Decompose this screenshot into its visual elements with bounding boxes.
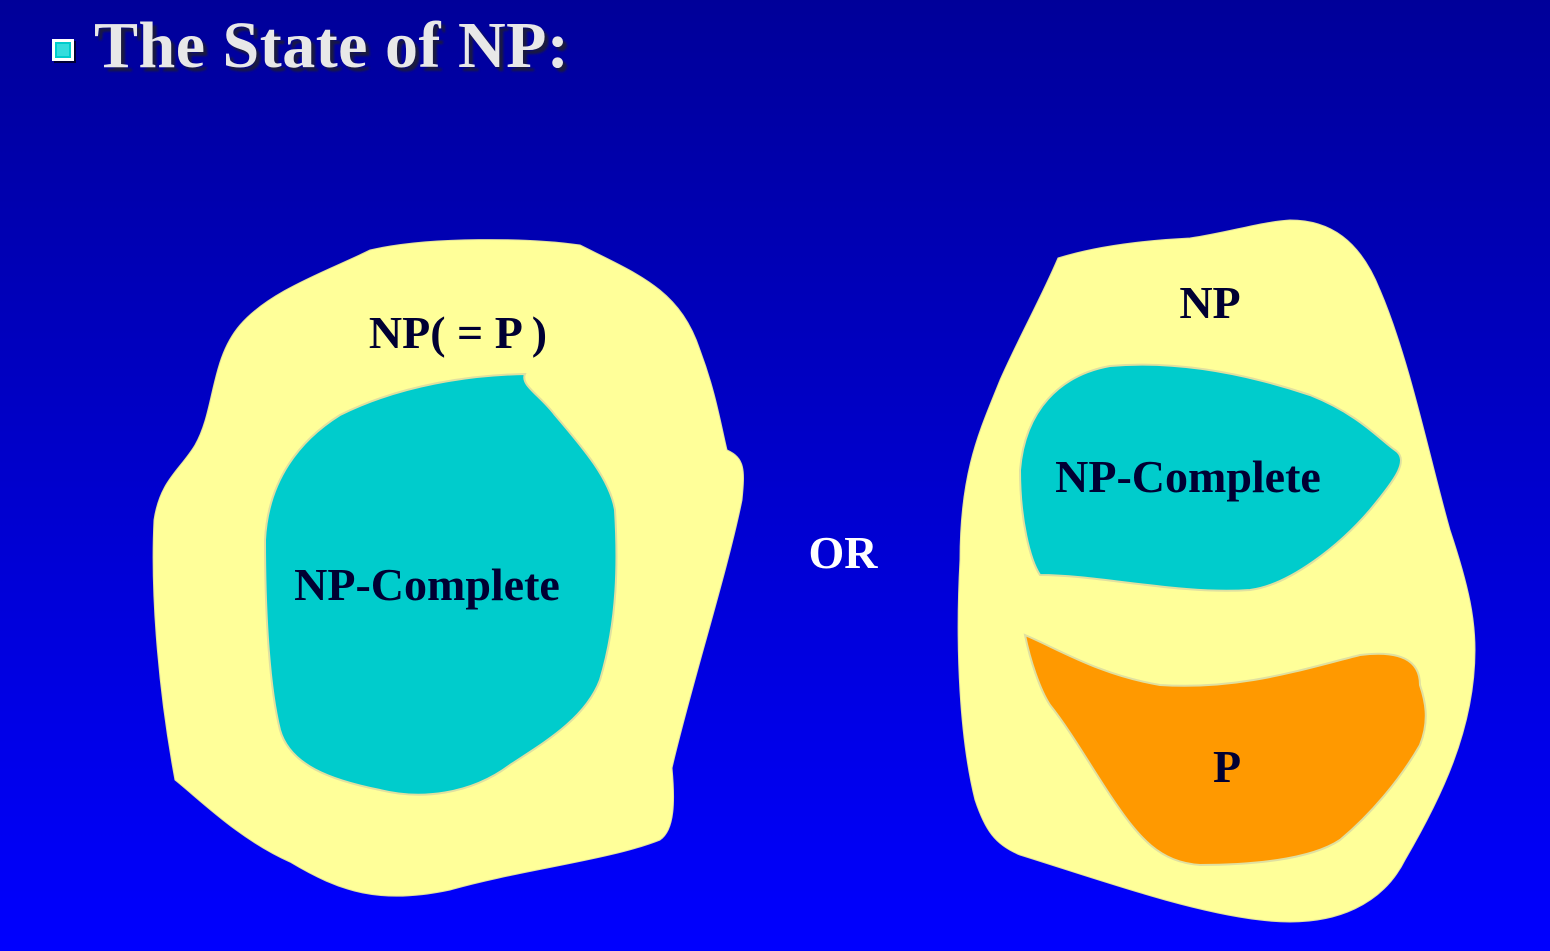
- left-np-complete-region: [263, 372, 618, 796]
- right-diagram: NP NP-Complete P: [957, 219, 1476, 923]
- left-diagram: NP( = P ) NP-Complete: [152, 239, 744, 897]
- square-bullet-icon: [52, 39, 74, 61]
- left-outer-label: NP( = P ): [369, 307, 547, 358]
- or-separator-label: OR: [809, 527, 879, 578]
- slide-title-row: The State of NP:: [52, 6, 569, 86]
- right-npc-label: NP-Complete: [1055, 451, 1321, 502]
- slide-title: The State of NP:: [94, 9, 570, 82]
- right-np-complete-region: [1018, 363, 1402, 592]
- p-region: [1023, 633, 1427, 867]
- p-label: P: [1213, 741, 1241, 792]
- left-inner-label: NP-Complete: [294, 559, 560, 610]
- right-outer-label: NP: [1179, 277, 1240, 328]
